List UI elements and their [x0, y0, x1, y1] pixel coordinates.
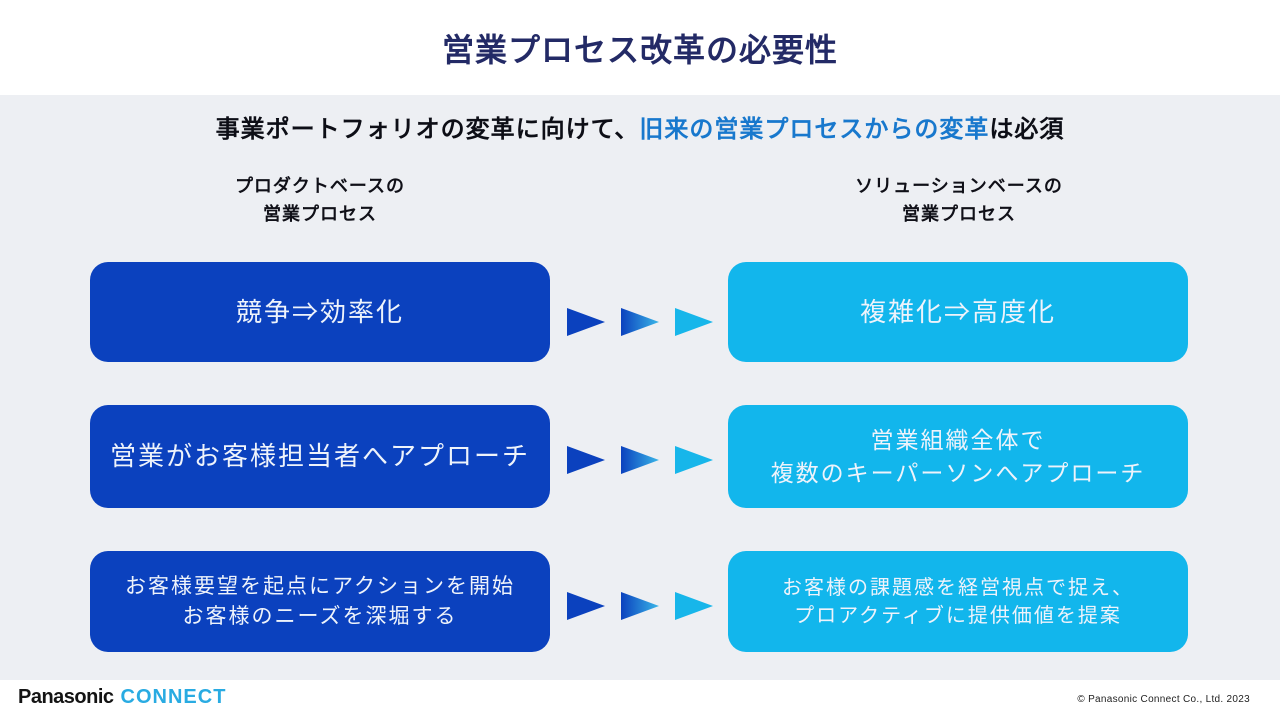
column-header-product-base: プロダクトベースの 営業プロセス [90, 173, 550, 229]
panasonic-connect-logo: Panasonic CONNECT [18, 686, 226, 709]
flow-arrows-row2 [567, 446, 713, 474]
flow-arrow-icon [621, 592, 659, 620]
page-title: 営業プロセス改革の必要性 [441, 31, 838, 68]
content-area: 事業ポートフォリオの変革に向けて、旧来の営業プロセスからの変革は必須 プロダクト… [0, 95, 1280, 680]
flow-arrows-row3 [567, 592, 713, 620]
column-header-line: ソリューションベースの [855, 176, 1063, 196]
column-header-solution-base: ソリューションベースの 営業プロセス [728, 173, 1190, 229]
subtitle-prefix: 事業ポートフォリオの変革に向けて、 [215, 116, 640, 143]
flow-arrow-icon [675, 592, 713, 620]
process-box-text: プロアクティブに提供価値を提案 [794, 604, 1122, 627]
logo-panasonic-text: Panasonic [18, 686, 114, 708]
flow-arrow-icon [567, 308, 605, 336]
process-box-new-row1: 複雑化⇒高度化 [728, 262, 1188, 362]
subtitle: 事業ポートフォリオの変革に向けて、旧来の営業プロセスからの変革は必須 [0, 109, 1280, 144]
subtitle-highlight: 旧来の営業プロセスからの変革 [639, 116, 990, 143]
flow-arrow-icon [675, 308, 713, 336]
logo-connect-text: CONNECT [120, 686, 227, 708]
process-box-new-row2: 営業組織全体で 複数のキーパーソンへアプローチ [728, 405, 1188, 508]
flow-arrow-icon [567, 446, 605, 474]
process-box-text: 営業がお客様担当者へアプローチ [109, 441, 530, 472]
process-box-text: 営業組織全体で [870, 427, 1046, 454]
flow-arrow-icon [567, 592, 605, 620]
subtitle-suffix: は必須 [989, 116, 1065, 143]
process-box-text: お客様のニーズを深堀する [182, 604, 458, 628]
process-box-text: 複数のキーパーソンへアプローチ [770, 459, 1146, 486]
slide-header: 営業プロセス改革の必要性 [0, 0, 1280, 95]
flow-arrow-icon [621, 308, 659, 336]
process-box-old-row3: お客様要望を起点にアクションを開始 お客様のニーズを深堀する [90, 551, 550, 652]
flow-arrow-icon [675, 446, 713, 474]
process-box-old-row1: 競争⇒効率化 [90, 262, 550, 362]
column-header-line: 営業プロセス [263, 203, 377, 224]
process-box-text: 競争⇒効率化 [235, 296, 404, 327]
slide-footer: Panasonic CONNECT © Panasonic Connect Co.… [0, 680, 1280, 720]
process-box-text: お客様の課題感を経営視点で捉え、 [782, 576, 1134, 599]
process-box-new-row3: お客様の課題感を経営視点で捉え、 プロアクティブに提供価値を提案 [728, 551, 1188, 652]
column-header-line: プロダクトベースの [234, 176, 406, 196]
flow-arrow-icon [621, 446, 659, 474]
copyright-text: © Panasonic Connect Co., Ltd. 2023 [1077, 694, 1250, 705]
flow-arrows-row1 [567, 308, 713, 336]
process-box-text: 複雑化⇒高度化 [859, 296, 1056, 327]
process-box-text: お客様要望を起点にアクションを開始 [125, 575, 515, 599]
column-header-line: 営業プロセス [902, 203, 1016, 224]
process-box-old-row2: 営業がお客様担当者へアプローチ [90, 405, 550, 508]
